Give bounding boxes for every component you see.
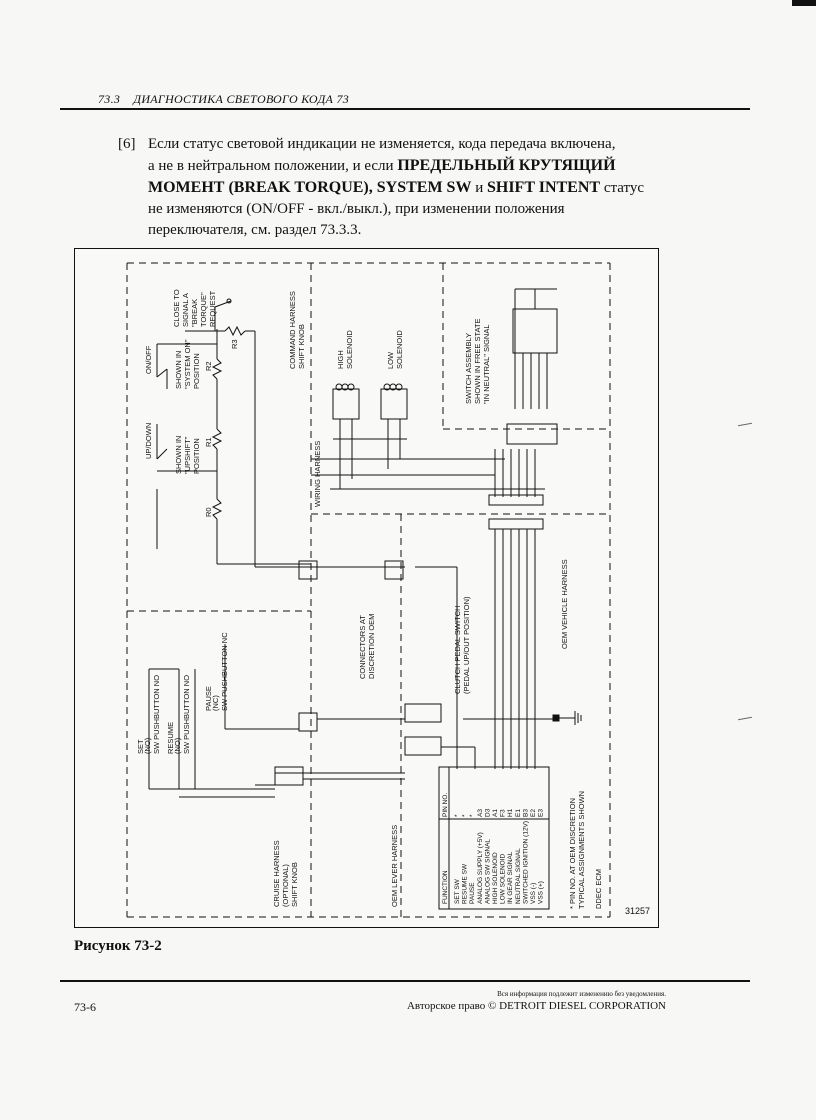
step-line: МОМЕНТ (BREAK TORQUE), SYSTEM SW и SHIFT… [148, 177, 688, 199]
table-row-pin: F3 [500, 809, 507, 817]
table-row-function: NEUTRAL SIGNAL [515, 848, 522, 904]
table-row-pin: H1 [507, 808, 514, 817]
updown-label: UP/DOWN [144, 423, 153, 459]
text-run-bold: ПРЕДЕЛЬНЫЙ КРУТЯЩИЙ [397, 157, 616, 174]
table-row-pin: E1 [515, 809, 522, 817]
table-row-function: VSS (+) [538, 881, 545, 904]
text-run-bold: МОМЕНТ (BREAK TORQUE), SYSTEM SW [148, 179, 472, 196]
wiring-harness-label: WIRING HARNESS [313, 441, 322, 507]
footer-rule [60, 980, 750, 982]
table-row-function: SET SW [454, 878, 461, 904]
r3-label: R3 [230, 339, 239, 349]
set-label: SET (NO) SW PUSHBUTTON NO [136, 675, 161, 754]
step-line: а не в нейтральном положении, и если ПРЕ… [148, 155, 688, 177]
table-row-pin: B3 [522, 809, 529, 817]
table-row-pin: E2 [530, 809, 537, 817]
running-header: 73.3 ДИАГНОСТИКА СВЕТОВОГО КОДА 73 [98, 92, 349, 107]
table-row-function: PAUSE [469, 882, 476, 904]
r0-label: R0 [204, 507, 213, 517]
table-row-function: LOW SOLENOID [500, 853, 507, 904]
header-rule [60, 108, 750, 110]
close-to-signal-label: CLOSE TO SIGNAL A "BREAK TORQUE" REQUEST [172, 287, 217, 327]
pin-table-rows: SET SW * RESUME SW * PAUSE * ANALOG SUPPLY (+5… [454, 808, 545, 904]
shown-in-upshift-label: SHOWN IN "UPSHIFT" POSITION [174, 434, 201, 474]
step-line: не изменяются (ON/OFF - вкл./выкл.), при… [148, 201, 565, 217]
connectors-at-label: CONNECTORS AT DISCRETION OEM [358, 613, 376, 679]
command-harness-label: COMMAND HARNESS SHIFT KNOB [288, 289, 306, 369]
oem-vehicle-harness-label: OEM VEHICLE HARNESS [560, 559, 569, 649]
table-row-pin: A3 [477, 809, 484, 817]
switch-assembly-label: SWITCH ASSEMBLY SHOWN IN FREE STATE "IN … [464, 316, 491, 404]
vertical-labels: CLOSE TO SIGNAL A "BREAK TORQUE" REQUEST… [136, 287, 603, 909]
footer-note: Вся информация подлежит изменению без ув… [497, 990, 666, 998]
margin-tick [738, 422, 752, 427]
high-solenoid-label: HIGH SOLENOID [336, 330, 354, 369]
text-run: статус [600, 180, 644, 196]
oem-lever-harness-label: OEM LEVER HARNESS [390, 825, 399, 907]
cruise-harness-label: CRUISE HARNESS (OPTIONAL) SHIFT KNOB [272, 838, 299, 907]
harness-wires [148, 449, 582, 798]
footer-copyright: Авторское право © DETROIT DIESEL CORPORA… [406, 1000, 666, 1012]
section-title: ДИАГНОСТИКА СВЕТОВОГО КОДА 73 [133, 92, 350, 106]
table-row-function: VSS (-) [530, 883, 537, 904]
step-line: переключателя, см. раздел 73.3.3. [148, 222, 362, 238]
solenoids [332, 383, 408, 489]
step-number: [6] [118, 136, 136, 152]
table-row-function: ANALOG SUPPLY (+5V) [477, 832, 484, 904]
wiring-diagram-figure: CLOSE TO SIGNAL A "BREAK TORQUE" REQUEST… [74, 248, 659, 928]
figure-caption: Рисунок 73-2 [74, 938, 162, 954]
table-row-pin: D3 [484, 808, 491, 817]
figure-id: 31257 [625, 906, 650, 916]
table-row-pin: E3 [538, 809, 545, 817]
low-solenoid-label: LOW SOLENOID [386, 330, 404, 369]
wiring-diagram: CLOSE TO SIGNAL A "BREAK TORQUE" REQUEST… [126, 262, 650, 918]
clutch-pedal-label: CLUTCH PEDAL SWITCH (PEDAL UP/OUT POSITI… [453, 596, 471, 694]
table-row-function: ANALOG SW SIGNAL [484, 839, 491, 904]
table-row-pin: * [469, 814, 476, 817]
text-run: и [471, 180, 487, 196]
pin-header: PIN NO. [442, 793, 449, 817]
table-row-function: IN GEAR SIGNAL [507, 851, 514, 904]
ddec-ecm-label: DDEC ECM [594, 869, 603, 909]
shown-in-system-label: SHOWN IN "SYSTEM ON" POSITION [174, 337, 201, 389]
pin-note-label: * PIN NO. AT OEM DISCRETION TYPICAL ASSI… [568, 791, 586, 909]
table-row-pin: A1 [492, 809, 499, 817]
page-number: 73-6 [74, 1000, 96, 1014]
margin-tick [738, 716, 752, 721]
switch-assembly [506, 288, 558, 445]
enclosure-lines [126, 262, 611, 918]
step-line: Если статус световой индикации не изменя… [148, 136, 616, 152]
text-run: а не в нейтральном положении, и если [148, 158, 398, 174]
text-run-bold: SHIFT INTENT [486, 179, 601, 196]
table-row-pin: * [454, 814, 461, 817]
corner-mark [792, 0, 816, 6]
pin-table [438, 766, 550, 910]
section-number: 73.3 [98, 92, 121, 106]
r2-label: R2 [204, 361, 213, 371]
pin-table-headers: PIN NO. FUNCTION [442, 793, 449, 904]
table-row-function: RESUME SW [462, 863, 469, 904]
schematic-components [156, 298, 311, 568]
table-row-function: SWITCHED IGNITION (12V) [522, 821, 529, 904]
step-text: Если статус световой индикации не изменя… [148, 134, 688, 241]
table-row-pin: * [462, 814, 469, 817]
r1-label: R1 [204, 437, 213, 447]
on-off-label: ON/OFF [144, 345, 153, 374]
table-row-function: HIGH SOLENOID [492, 852, 499, 904]
function-header: FUNCTION [442, 870, 449, 904]
resume-label: RESUME (NO) SW PUSHBUTTON NO [166, 675, 191, 754]
